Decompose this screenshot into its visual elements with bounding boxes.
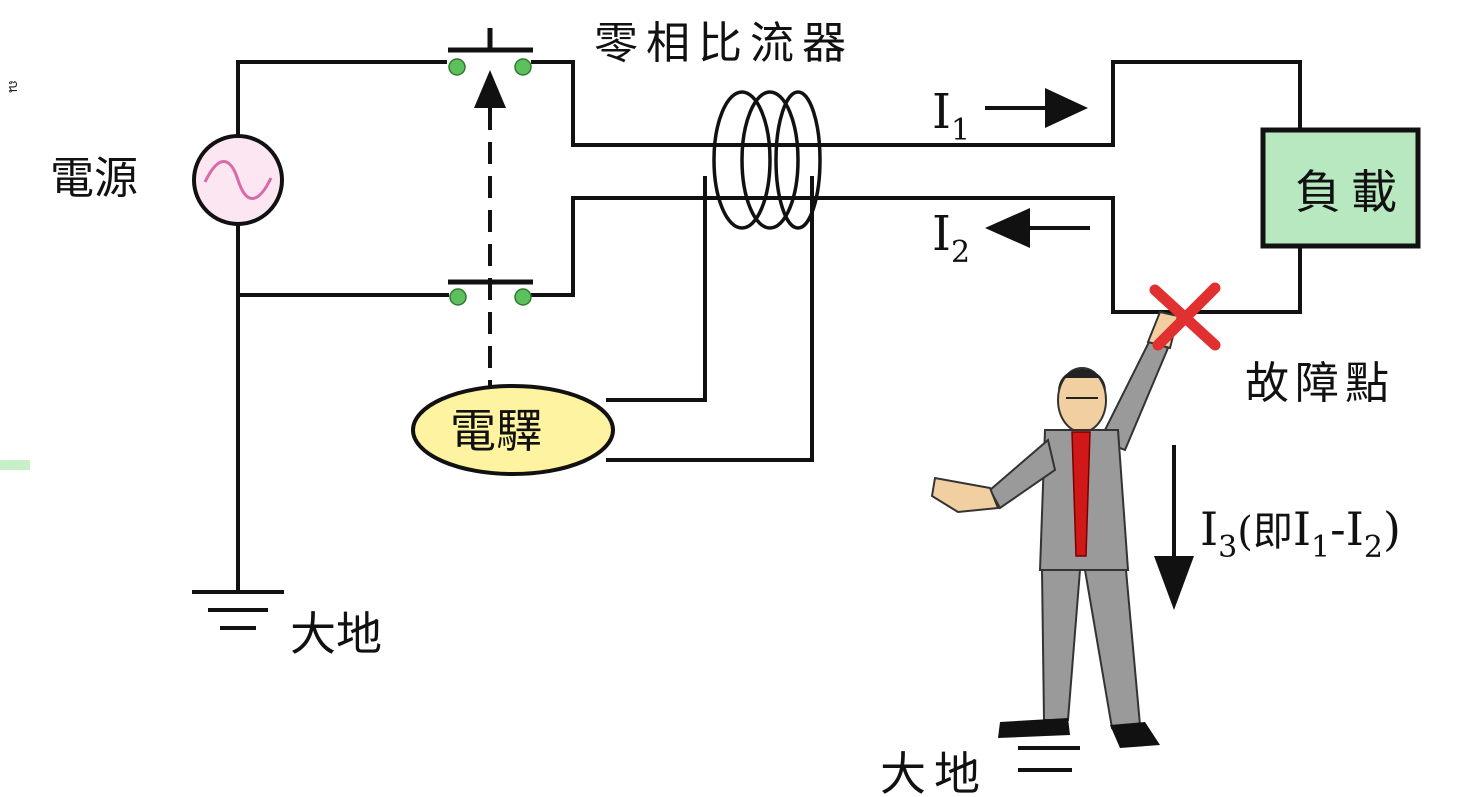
contact-dot xyxy=(514,288,532,306)
arrow-up-icon xyxy=(474,70,506,108)
ground-icon xyxy=(1018,746,1080,772)
source-label: 電源 xyxy=(50,153,138,204)
edge-mark: ณ xyxy=(5,80,21,93)
wiring xyxy=(236,60,1302,592)
load-label: 負載 xyxy=(1295,165,1407,219)
load-box xyxy=(1260,127,1421,249)
wire-top-right-stub xyxy=(531,60,1302,147)
ground-left-label: 大地 xyxy=(290,607,382,661)
i3-arrow xyxy=(1154,445,1194,610)
ground-icon xyxy=(192,590,284,630)
ground-bottom-label: 大地 xyxy=(880,747,988,797)
ct-label: 零相比流器 xyxy=(594,18,854,69)
relay-label: 電驛 xyxy=(450,404,542,458)
breaker-top xyxy=(448,28,533,108)
contact-dot xyxy=(448,58,466,76)
i1-label: I1 xyxy=(932,84,970,148)
wire-bottom-right xyxy=(531,196,1302,314)
edge-bar xyxy=(0,460,30,470)
breaker-bottom xyxy=(448,279,533,306)
i2-label: I2 xyxy=(932,206,970,270)
person-figure-icon xyxy=(930,310,1180,748)
i2-arrow xyxy=(985,208,1090,248)
i1-arrow xyxy=(985,88,1088,128)
relay-icon xyxy=(411,384,615,476)
ac-source-icon xyxy=(192,134,284,226)
fault-cross-icon xyxy=(1149,282,1221,351)
contact-dot xyxy=(449,288,467,306)
i3-label: I3(即I1-I2) xyxy=(1200,502,1401,565)
wire-relay-1 xyxy=(606,176,707,402)
fault-label: 故障點 xyxy=(1245,358,1395,409)
wire-relay-2 xyxy=(606,176,814,462)
contact-dot xyxy=(514,58,532,76)
wire-top-left xyxy=(236,60,447,147)
current-transformer-icon xyxy=(712,90,822,230)
